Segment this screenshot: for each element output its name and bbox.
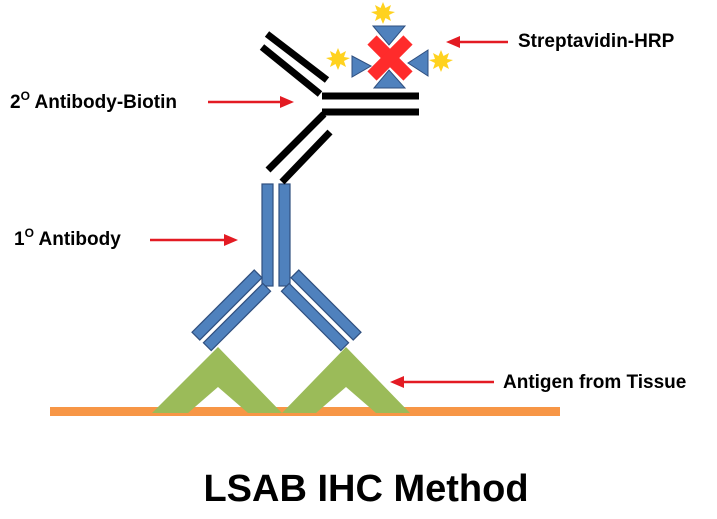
primary-arm-left-inner — [202, 282, 272, 352]
secondary-stem-b — [279, 129, 333, 185]
biotin-star-right-icon — [429, 50, 453, 72]
primary-arm-right-inner — [280, 282, 350, 352]
primary-rest: Antibody — [34, 229, 121, 250]
primary-arm-right-outer — [290, 269, 362, 341]
secondary-arm-upper-a — [264, 31, 330, 83]
label-primary-antibody: 1O Antibody — [14, 226, 121, 250]
arrow-primary-antibody — [150, 234, 238, 246]
arrow-secondary-antibody — [208, 96, 294, 108]
streptavidin-top — [371, 25, 407, 46]
secondary-superscript: O — [21, 89, 30, 103]
primary-stem-left — [261, 183, 274, 287]
antigen-right — [282, 347, 410, 413]
diagram-title: LSAB IHC Method — [203, 468, 528, 510]
biotin-star-top-icon — [371, 2, 395, 24]
streptavidin-right — [407, 49, 429, 77]
primary-antibody — [191, 183, 362, 352]
streptavidin-bottom — [372, 69, 407, 89]
label-secondary-antibody-biotin: 2O Antibody-Biotin — [10, 89, 177, 113]
secondary-stem-a — [265, 111, 327, 173]
label-antigen-from-tissue: Antigen from Tissue — [503, 372, 686, 393]
primary-superscript: O — [25, 226, 34, 240]
primary-prefix: 1 — [14, 229, 25, 250]
secondary-prefix: 2 — [10, 92, 21, 113]
secondary-rest: Antibody-Biotin — [30, 92, 177, 113]
primary-arm-left-outer — [191, 269, 263, 341]
arrow-streptavidin — [446, 36, 508, 48]
arrow-antigen — [390, 376, 494, 388]
label-arrows — [150, 36, 508, 388]
primary-stem-right — [278, 183, 291, 287]
hrp-x-icon — [367, 35, 413, 81]
biotin-star-left-icon — [326, 48, 350, 70]
streptavidin-hrp-complex — [326, 2, 453, 89]
label-streptavidin-hrp: Streptavidin-HRP — [518, 31, 675, 52]
antigen-left — [152, 347, 282, 413]
streptavidin-left — [351, 55, 373, 78]
secondary-arm-upper-b — [259, 44, 323, 97]
secondary-antibody — [259, 31, 419, 185]
